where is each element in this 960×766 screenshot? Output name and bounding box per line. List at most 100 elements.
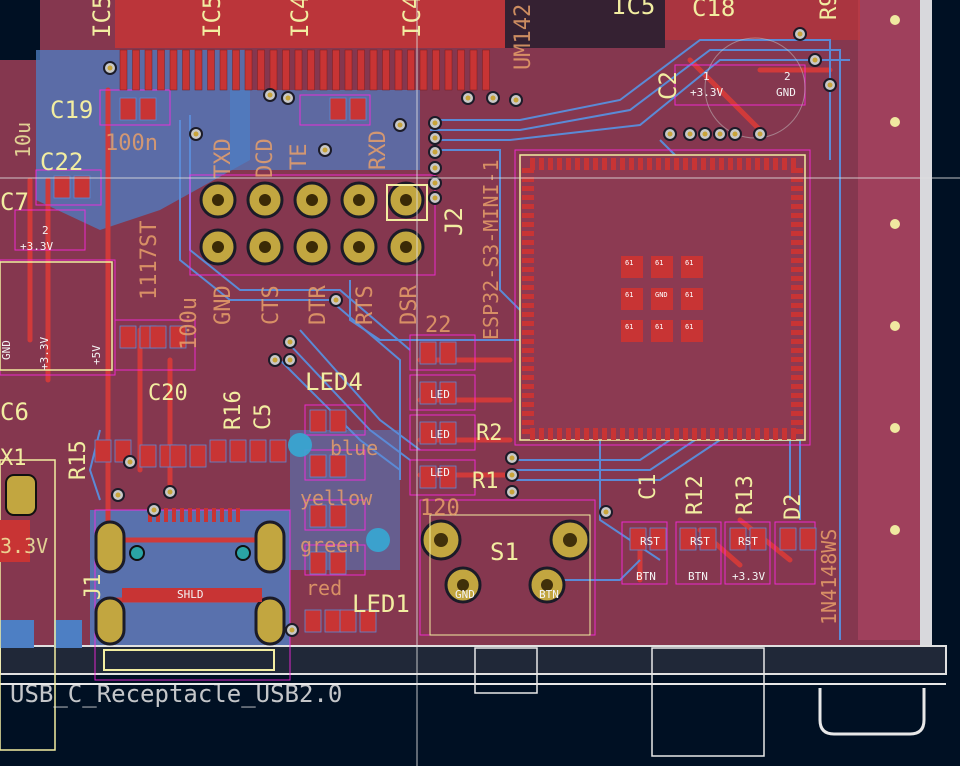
u1-gnd-pad-label: 61 (625, 259, 633, 267)
pad-rst-2: RST (690, 535, 710, 548)
ic-top-pin (382, 49, 390, 91)
u1-pad-top (575, 158, 580, 170)
label-s1: S1 (490, 538, 519, 566)
u1-pad-top (539, 158, 544, 170)
smd-pad (309, 551, 327, 575)
via-hole (167, 489, 173, 495)
u1-pad-top (683, 158, 688, 170)
via-hole (287, 339, 293, 345)
edge-cut-right (920, 0, 932, 660)
u1-pad-left (522, 195, 534, 200)
u1-gnd-pad (681, 320, 703, 342)
label-c7: C7 (0, 188, 29, 216)
fab-labels: 100n 10u 1117ST 100u 22 120 1N4148WS UM1… (0, 4, 841, 708)
ic-top-pin (407, 49, 415, 91)
pad-3v3-ic7: +3.3V (38, 337, 51, 370)
u1-pad-top (782, 158, 787, 170)
u1-pad-top (746, 158, 751, 170)
value-te: TE (287, 144, 312, 171)
smd-pad (149, 325, 167, 349)
via-hole (509, 472, 515, 478)
via-hole (827, 82, 833, 88)
switch-s1[interactable] (420, 514, 591, 694)
u1-pad-bottom (701, 428, 706, 440)
smd-pad (699, 527, 717, 551)
u1-pad-left (522, 285, 534, 290)
u1-pad-bottom (575, 428, 580, 440)
j2-pin-hole (400, 241, 412, 253)
smd-pad (139, 97, 157, 121)
u1-pad-left (522, 357, 534, 362)
label-r9: R9 (817, 0, 842, 20)
usb-shld-bar (122, 588, 262, 602)
smd-pad (94, 439, 112, 463)
u1-pad-left (522, 168, 534, 173)
u1-pad-top (710, 158, 715, 170)
u1-pad-left (522, 231, 534, 236)
u1-pad-left (522, 276, 534, 281)
value-red: red (306, 576, 342, 600)
via-hole (797, 31, 803, 37)
u1-pad-right (791, 339, 803, 344)
j2-pin1-square (386, 184, 428, 221)
u1-pad-bottom (629, 428, 634, 440)
smd-pad (349, 97, 367, 121)
pad-1-c2: 1 (703, 70, 710, 83)
via-hole (322, 147, 328, 153)
label-j2: J2 (440, 207, 468, 236)
label-c5: C5 (251, 404, 276, 431)
pad-btn-s1: BTN (539, 588, 559, 601)
label-r1: R1 (472, 469, 499, 494)
u1-pad-bottom (728, 428, 733, 440)
value-esp32: ESP32-S3-MINI-1 (479, 159, 503, 340)
via-hole (432, 149, 438, 155)
header-j2[interactable] (199, 181, 425, 266)
pad-led-1: LED (430, 388, 450, 401)
pad-btn-2: BTN (688, 570, 708, 583)
pad-2-c7: 2 (42, 224, 49, 237)
ic-top-pin (344, 49, 353, 91)
u1-pad-top (665, 158, 670, 170)
ic-top-pin (157, 49, 165, 91)
u1-pad-top (557, 158, 562, 170)
smd-pad (359, 609, 377, 633)
u1-pad-right (791, 366, 803, 371)
smd-pad (799, 527, 817, 551)
board-right-strip (858, 0, 920, 640)
u1-pad-left (522, 303, 534, 308)
via-hole (432, 135, 438, 141)
edge-via (890, 525, 900, 535)
u1-pad-bottom (773, 428, 778, 440)
pad-led-2: LED (430, 428, 450, 441)
pad-rst-3: RST (738, 535, 758, 548)
usb-connector-j1[interactable] (94, 508, 286, 671)
smd-pad (309, 454, 327, 478)
u1-pad-right (791, 411, 803, 416)
pad-texts: +3.3V GND 1 2 +3.3V 2 GND +3.3V +5V SHLD… (0, 70, 796, 601)
ic-top-pin (194, 49, 203, 91)
ic-top-pin (132, 49, 140, 91)
u1-pad-left (522, 321, 534, 326)
value-rts: RTS (353, 285, 378, 325)
pad-3v3-r13: +3.3V (732, 570, 765, 583)
ic-top-pin (219, 49, 228, 91)
u1-pad-top (791, 158, 796, 170)
ic-top-pin (482, 49, 490, 91)
via-hole (432, 195, 438, 201)
label-ic4: IC4 (286, 0, 314, 38)
via-hole (490, 95, 496, 101)
u1-pad-top (611, 158, 616, 170)
smd-pad (139, 444, 157, 468)
u1-pad-right (791, 330, 803, 335)
s1-hole-4 (541, 579, 553, 591)
u1-pad-bottom (782, 428, 787, 440)
value-100n: 100n (105, 131, 158, 156)
ic-top-pin (357, 49, 365, 91)
ic-top-pin (457, 49, 465, 91)
label-c2: C2 (654, 71, 682, 100)
s1-bottom-box (474, 647, 538, 694)
u1-pad-left (522, 420, 534, 425)
